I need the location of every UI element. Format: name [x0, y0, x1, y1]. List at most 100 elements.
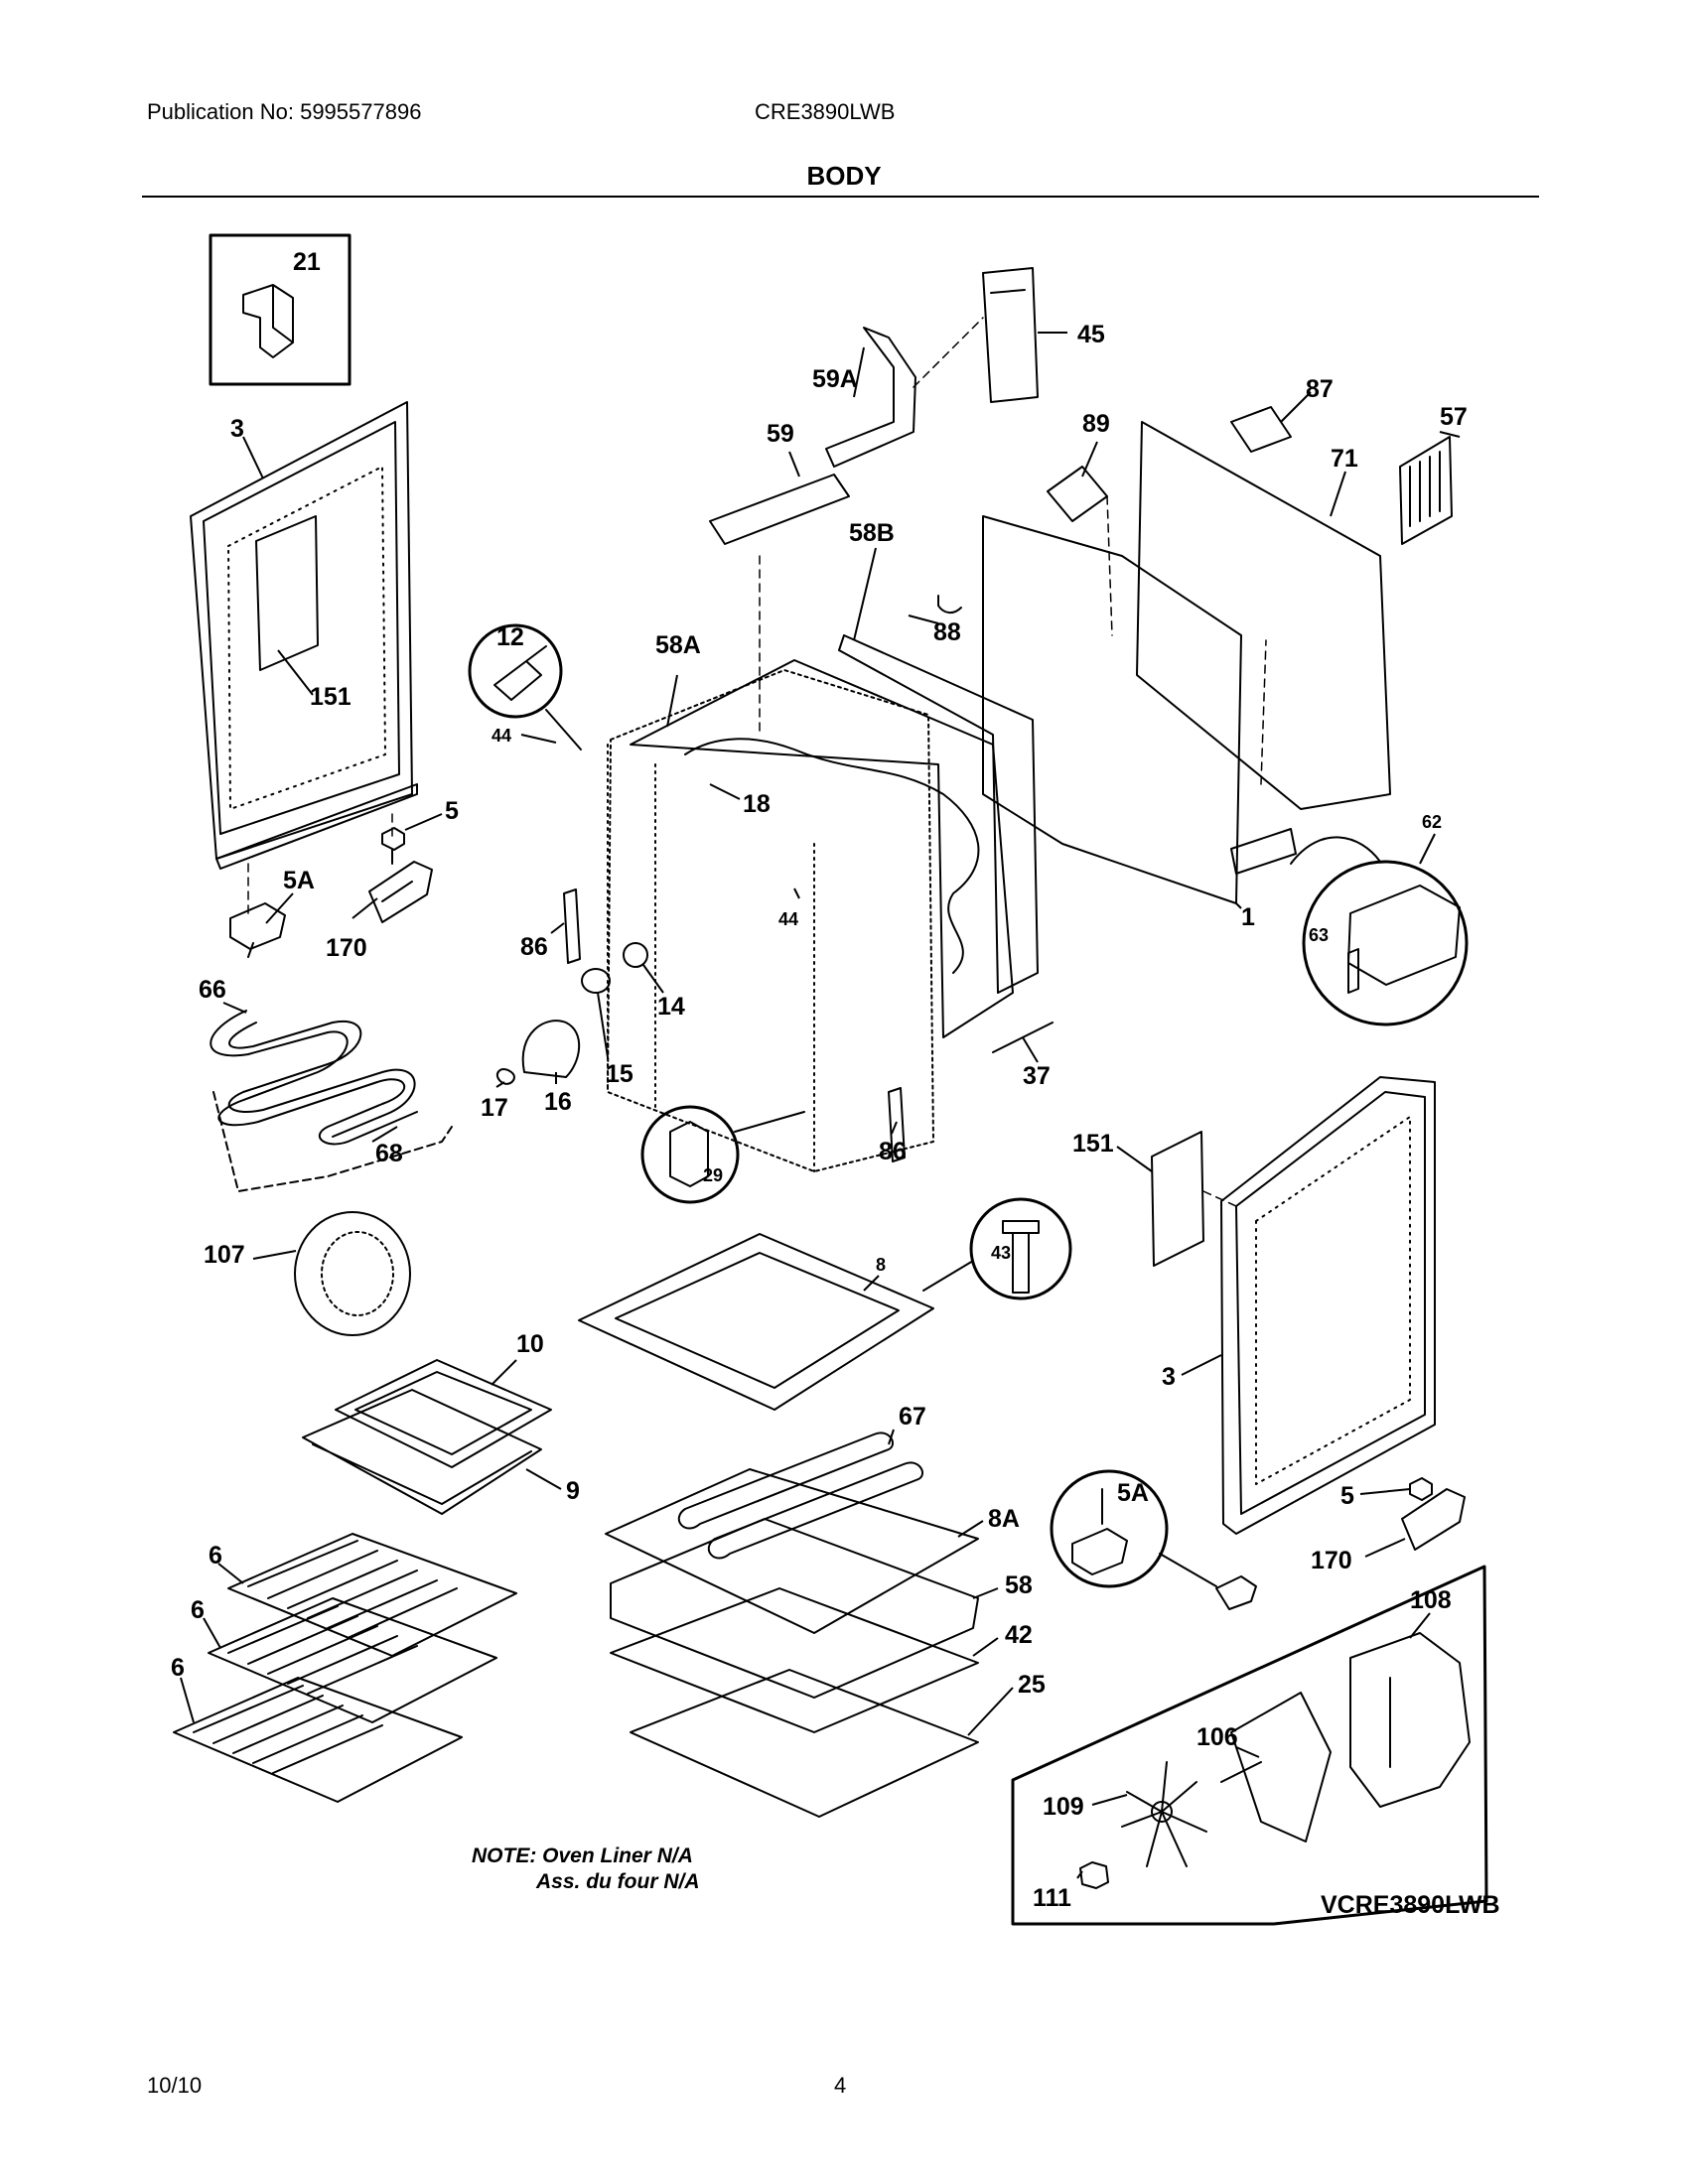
leader-67 [888, 1429, 895, 1445]
part-label-106: 106 [1196, 1723, 1238, 1751]
part-label-57: 57 [1440, 403, 1468, 431]
part-label-71: 71 [1331, 445, 1358, 473]
insulation-58B [838, 634, 1039, 994]
part-label-109: 109 [1043, 1793, 1084, 1821]
part-label-45: 45 [1077, 321, 1105, 348]
part-label-86-lower: 86 [879, 1138, 907, 1165]
title-rule [142, 196, 1539, 198]
part-label-44-upper: 44 [492, 726, 511, 746]
leader-151-right [1116, 1146, 1153, 1172]
part-label-5-right: 5 [1340, 1482, 1354, 1510]
align-151-right-line [1202, 1190, 1237, 1207]
panel-bracket-151-left [255, 515, 319, 671]
leader-58A [666, 674, 678, 728]
part-label-66: 66 [199, 976, 226, 1004]
panel-bracket-151-right [1151, 1131, 1204, 1267]
leveler-5A-lead [1159, 1553, 1217, 1587]
leader-88 [908, 614, 939, 624]
part-label-16: 16 [544, 1088, 572, 1116]
leader-106 [1235, 1746, 1260, 1758]
align-89-line [1106, 495, 1113, 636]
leader-6a [217, 1563, 244, 1584]
part-label-151-left: 151 [310, 683, 352, 711]
thermostat-12-callout [468, 623, 563, 719]
leader-44b [793, 887, 800, 899]
part-label-6-middle: 6 [191, 1596, 205, 1624]
wiring-88 [937, 595, 962, 614]
leader-170-right [1364, 1538, 1406, 1558]
note-line-2: Ass. du four N/A [536, 1870, 700, 1893]
vent-57 [1399, 436, 1453, 545]
leader-6b [203, 1617, 221, 1649]
leader-37 [1022, 1036, 1039, 1063]
leader-1 [1235, 902, 1242, 909]
rear-panel-71 [1136, 421, 1391, 810]
fan-cover-107-inner [321, 1231, 394, 1316]
oven-cavity [607, 669, 934, 1172]
part-label-88: 88 [933, 618, 961, 646]
part-label-1: 1 [1241, 903, 1255, 931]
part-label-89: 89 [1082, 410, 1110, 438]
light-bulb-15 [581, 968, 611, 994]
part-label-12: 12 [496, 623, 524, 651]
part-label-3-left: 3 [230, 415, 244, 443]
leader-17 [495, 1081, 505, 1088]
leader-25 [967, 1687, 1014, 1736]
leader-8A [957, 1520, 984, 1538]
callout-62-arrow [1290, 836, 1381, 865]
leader-5-right [1359, 1488, 1411, 1495]
part-label-6-bottom: 6 [171, 1654, 185, 1682]
part-label-29: 29 [703, 1165, 723, 1185]
leader-58B [853, 547, 877, 641]
part-label-151-right: 151 [1072, 1130, 1114, 1158]
fan-motor-108 [1349, 1632, 1471, 1808]
part-label-44-lower: 44 [778, 909, 798, 929]
side-panel-left [190, 401, 413, 860]
part-label-37: 37 [1023, 1062, 1051, 1090]
screw-43-lead [922, 1260, 974, 1292]
oven-rack-6-bottom [173, 1677, 463, 1803]
leader-111 [1076, 1870, 1083, 1879]
insulation-58 [610, 1518, 979, 1699]
oven-floor-8A [605, 1468, 979, 1634]
leader-151-left [277, 649, 314, 696]
broil-pan-9 [302, 1389, 542, 1515]
thermostat-12-lead [545, 709, 582, 751]
leader-107 [252, 1250, 297, 1260]
footer-date: 10/10 [147, 2073, 203, 2098]
part-label-58B: 58B [849, 519, 895, 547]
note-line-1: NOTE: Oven Liner N/A [472, 1844, 693, 1867]
screw-5-right [1409, 1477, 1433, 1501]
leader-5-left [404, 813, 443, 831]
part-label-58A: 58A [655, 631, 701, 659]
side-panel-right-inner [1255, 1116, 1411, 1485]
oven-bottom-8 [578, 1233, 934, 1411]
leader-9 [525, 1468, 562, 1490]
leader-62 [1419, 833, 1436, 865]
part-label-59A: 59A [812, 365, 858, 393]
broil-grid-10 [335, 1359, 552, 1468]
leader-71 [1330, 471, 1346, 517]
hinge-86-lower [888, 1087, 906, 1162]
door-switch-29-lead [734, 1111, 805, 1133]
oven-rack-6-middle [208, 1597, 497, 1723]
bracket-87 [1230, 406, 1292, 453]
part-label-68: 68 [375, 1140, 403, 1167]
part-label-14: 14 [657, 993, 685, 1021]
insulation-58A [630, 659, 1014, 1038]
model-number: CRE3890LWB [755, 99, 896, 124]
leader-86a [550, 922, 565, 934]
terminal-block-62-detail [1347, 885, 1461, 986]
bracket-63 [1347, 948, 1359, 994]
oven-rack-6-top [227, 1533, 517, 1657]
leader-18 [709, 783, 741, 800]
bracket-170-left [368, 861, 433, 923]
fan-cover-107 [294, 1211, 411, 1336]
leader-3-left [242, 436, 264, 479]
leader-8 [863, 1275, 880, 1292]
hinge-86-upper [563, 888, 581, 964]
duct-59 [709, 474, 850, 545]
part-label-21: 21 [293, 248, 321, 276]
door-switch-29 [669, 1121, 709, 1187]
leader-59 [788, 451, 800, 478]
